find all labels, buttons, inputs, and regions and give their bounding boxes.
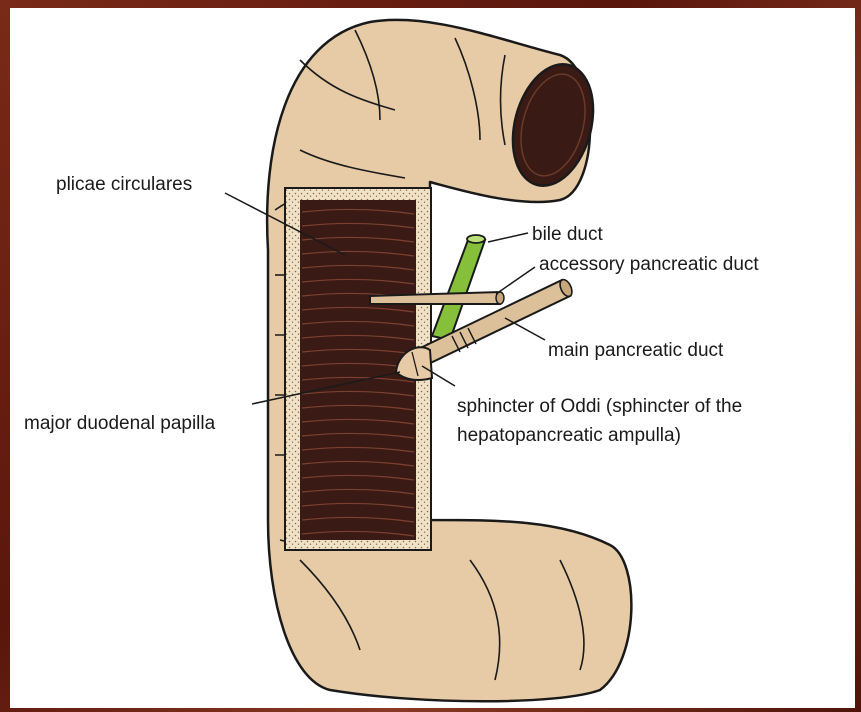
label-sphincter-line-1: sphincter of Oddi (sphincter of the	[457, 396, 742, 417]
label-major-duodenal-papilla: major duodenal papilla	[24, 413, 216, 434]
label-accessory-pancreatic-duct: accessory pancreatic duct	[539, 254, 759, 275]
label-main-pancreatic-duct: main pancreatic duct	[548, 340, 724, 361]
label-sphincter-line-2: hepatopancreatic ampulla)	[457, 425, 681, 446]
label-bile-duct: bile duct	[532, 224, 603, 245]
label-plicae-circulares: plicae circulares	[56, 174, 192, 195]
